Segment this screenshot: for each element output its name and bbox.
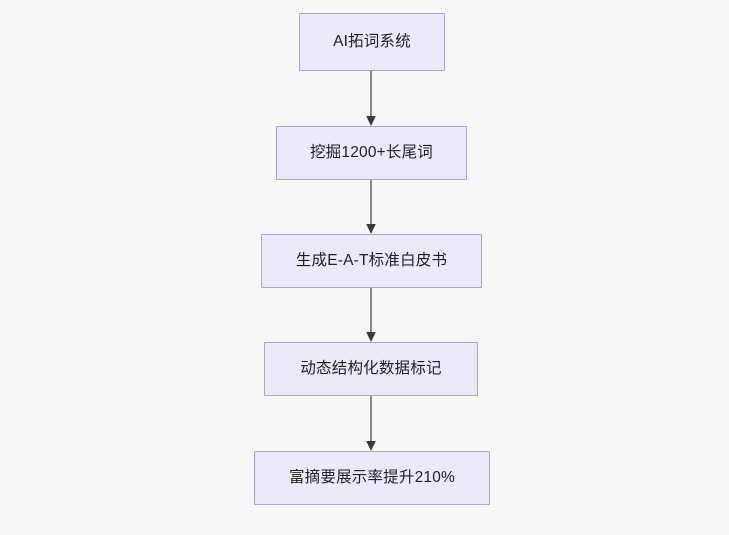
edge-node2-node3: [366, 180, 376, 234]
node-label: 生成E-A-T标准白皮书: [295, 251, 448, 269]
flowchart-node-eat-whitepaper[interactable]: 生成E-A-T标准白皮书: [261, 234, 482, 288]
flowchart-node-longtail-mining[interactable]: 挖掘1200+长尾词: [276, 126, 467, 180]
node-label: 挖掘1200+长尾词: [309, 143, 434, 161]
node-label: 动态结构化数据标记: [300, 359, 442, 377]
edge-node1-node2: [366, 71, 376, 126]
flowchart-node-ai-keyword-system[interactable]: AI拓词系统: [299, 13, 445, 71]
flowchart-node-rich-snippet-result[interactable]: 富摘要展示率提升210%: [254, 451, 490, 505]
node-label: AI拓词系统: [333, 32, 411, 50]
flowchart-node-structured-data-markup[interactable]: 动态结构化数据标记: [264, 342, 478, 396]
node-label: 富摘要展示率提升210%: [288, 468, 456, 486]
edge-node3-node4: [366, 288, 376, 342]
edge-node4-node5: [366, 396, 376, 451]
